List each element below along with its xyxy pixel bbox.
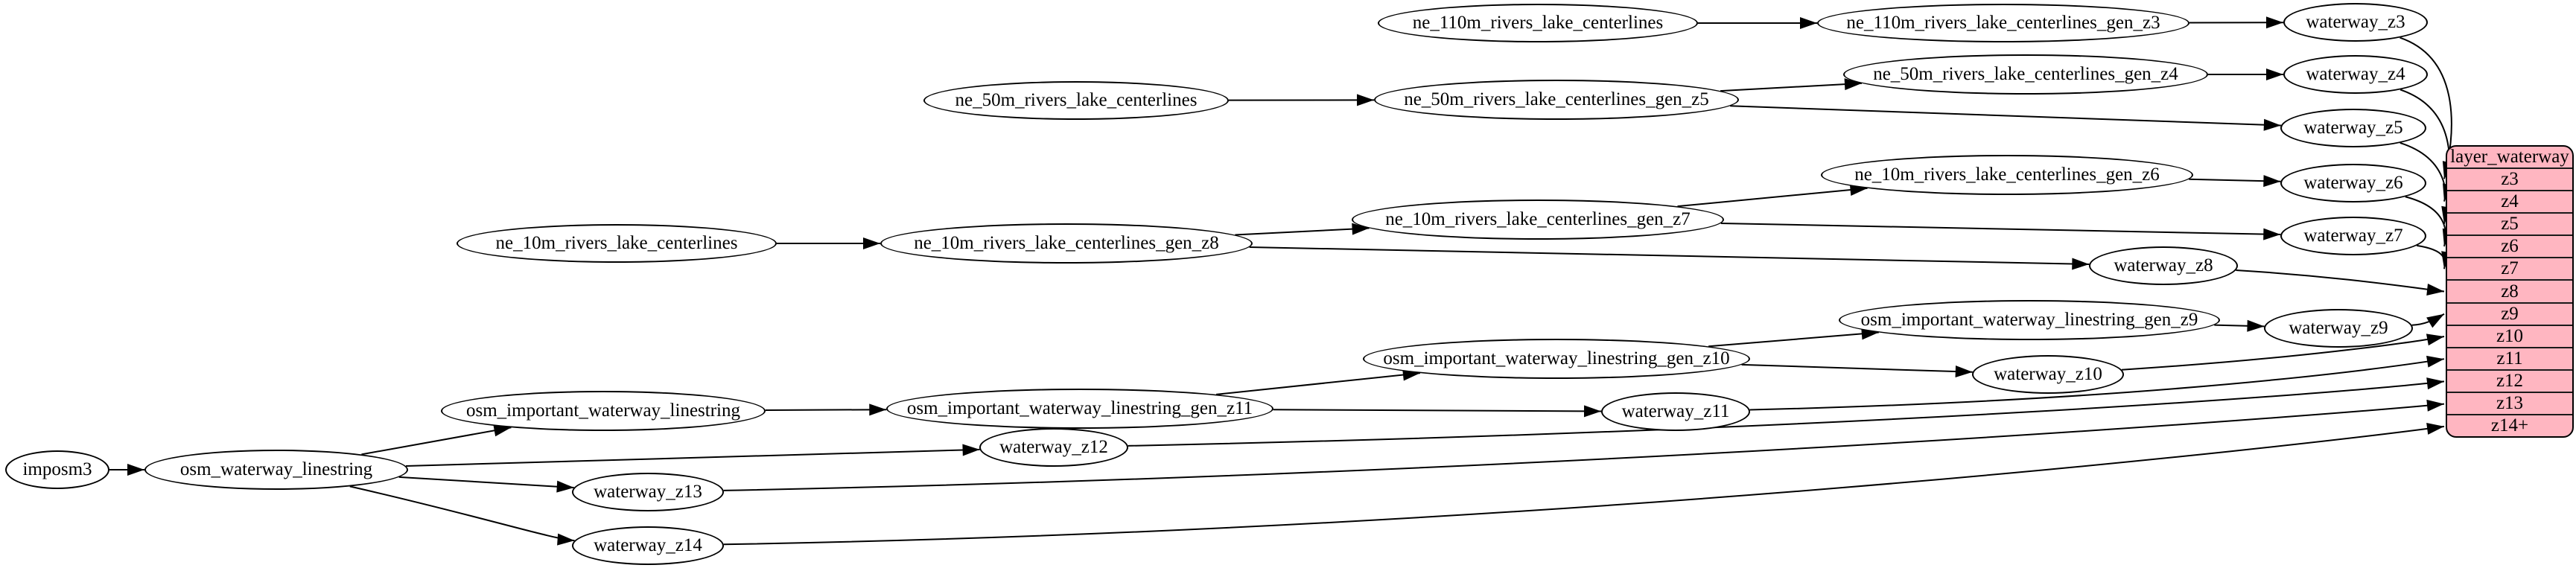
node-ne_110m_rivers_lake_centerlines: ne_110m_rivers_lake_centerlines (1378, 4, 1698, 42)
edge-osm_waterway_linestring-to-waterway_z12 (405, 444, 980, 468)
edge-waterway_z3-to-layer_waterway-z3 (2400, 36, 2455, 179)
node-ne_50m_rivers_lake_centerlines_gen_z4: ne_50m_rivers_lake_centerlines_gen_z4 (1843, 54, 2208, 95)
record-row-z7: z7 (2447, 257, 2572, 279)
edge-waterway_z10-to-layer_waterway-z10 (2121, 334, 2445, 371)
edge-ne_10m_rivers_lake_centerlines_gen_z7-to-ne_10m_rivers_lake_centerlines_gen_z6 (1677, 184, 1868, 208)
node-waterway_z4: waterway_z4 (2283, 55, 2428, 94)
node-ne_110m_rivers_lake_centerlines_gen_z3: ne_110m_rivers_lake_centerlines_gen_z3 (1817, 4, 2189, 42)
node-ne_10m_rivers_lake_centerlines: ne_10m_rivers_lake_centerlines (457, 224, 777, 263)
node-label-waterway_z8: waterway_z8 (2114, 255, 2213, 275)
edge-osm_waterway_linestring-to-waterway_z14 (349, 485, 575, 546)
edge-osm_important_waterway_linestring-to-osm_important_waterway_linestring_gen_z11 (765, 403, 887, 416)
node-ne_10m_rivers_lake_centerlines_gen_z6: ne_10m_rivers_lake_centerlines_gen_z6 (1821, 155, 2193, 195)
node-label-ne_10m_rivers_lake_centerlines_gen_z6: ne_10m_rivers_lake_centerlines_gen_z6 (1854, 165, 2160, 185)
record-row-z13: z13 (2447, 391, 2572, 414)
edge-waterway_z8-to-layer_waterway-z8 (2236, 269, 2445, 296)
record-header-layer-waterway: layer_waterway (2450, 147, 2569, 167)
edge-osm_important_waterway_linestring_gen_z11-to-osm_important_waterway_linestring_gen_z10 (1215, 368, 1421, 395)
edge-waterway_z7-to-layer_waterway-z7 (2417, 244, 2453, 269)
record-row-z4: z4 (2447, 190, 2572, 212)
node-label-ne_10m_rivers_lake_centerlines_gen_z8: ne_10m_rivers_lake_centerlines_gen_z8 (914, 233, 1219, 253)
node-waterway_z10: waterway_z10 (1972, 355, 2124, 394)
node-label-waterway_z7: waterway_z7 (2303, 226, 2403, 246)
node-label-waterway_z11: waterway_z11 (1621, 401, 1730, 421)
node-waterway_z12: waterway_z12 (979, 428, 1128, 467)
node-label-ne_10m_rivers_lake_centerlines: ne_10m_rivers_lake_centerlines (495, 233, 738, 253)
node-label-ne_50m_rivers_lake_centerlines: ne_50m_rivers_lake_centerlines (955, 90, 1198, 110)
edge-ne_10m_rivers_lake_centerlines_gen_z8-to-ne_10m_rivers_lake_centerlines_gen_z7 (1235, 223, 1370, 236)
node-label-osm_important_waterway_linestring_gen_z11: osm_important_waterway_linestring_gen_z1… (906, 398, 1253, 418)
node-label-imposm3: imposm3 (22, 459, 92, 479)
node-waterway_z11: waterway_z11 (1601, 392, 1750, 431)
node-label-waterway_z6: waterway_z6 (2303, 173, 2403, 193)
node-label-osm_important_waterway_linestring_gen_z9: osm_important_waterway_linestring_gen_z9 (1860, 310, 2198, 330)
node-waterway_z3: waterway_z3 (2283, 3, 2428, 42)
node-ne_50m_rivers_lake_centerlines: ne_50m_rivers_lake_centerlines (923, 81, 1229, 120)
node-label-waterway_z4: waterway_z4 (2306, 64, 2405, 84)
node-label-ne_50m_rivers_lake_centerlines_gen_z4: ne_50m_rivers_lake_centerlines_gen_z4 (1873, 64, 2178, 84)
node-label-waterway_z5: waterway_z5 (2303, 118, 2403, 138)
node-osm_waterway_linestring: osm_waterway_linestring (144, 450, 408, 490)
record-row-z6: z6 (2447, 234, 2572, 257)
edge-waterway_z13-to-layer_waterway-z13 (723, 399, 2445, 491)
node-label-osm_important_waterway_linestring_gen_z10: osm_important_waterway_linestring_gen_z1… (1383, 348, 1730, 368)
record-row-z11: z11 (2447, 346, 2572, 369)
node-label-ne_110m_rivers_lake_centerlines: ne_110m_rivers_lake_centerlines (1412, 13, 1664, 33)
record-row-z14+: z14+ (2447, 413, 2572, 436)
edge-waterway_z5-to-layer_waterway-z5 (2400, 142, 2454, 224)
node-label-waterway_z13: waterway_z13 (594, 482, 702, 502)
node-waterway_z6: waterway_z6 (2280, 164, 2426, 202)
record-row-z12: z12 (2447, 368, 2572, 392)
node-label-waterway_z12: waterway_z12 (999, 437, 1108, 457)
node-label-waterway_z3: waterway_z3 (2306, 12, 2405, 32)
record-row-z8: z8 (2447, 279, 2572, 301)
edge-ne_10m_rivers_lake_centerlines_gen_z7-to-waterway_z7 (1720, 222, 2281, 240)
node-waterway_z8: waterway_z8 (2089, 246, 2238, 285)
node-label-waterway_z14: waterway_z14 (594, 535, 702, 555)
node-label-osm_waterway_linestring: osm_waterway_linestring (179, 459, 373, 479)
node-waterway_z5: waterway_z5 (2280, 109, 2426, 147)
node-waterway_z7: waterway_z7 (2280, 217, 2426, 255)
edge-ne_10m_rivers_lake_centerlines_gen_z6-to-waterway_z6 (2189, 175, 2281, 188)
edge-ne_50m_rivers_lake_centerlines_gen_z5-to-ne_50m_rivers_lake_centerlines_gen_z4 (1720, 78, 1863, 92)
edge-waterway_z6-to-layer_waterway-z6 (2405, 196, 2455, 247)
edge-osm_important_waterway_linestring_gen_z10-to-waterway_z10 (1741, 363, 1973, 378)
node-label-ne_110m_rivers_lake_centerlines_gen_z3: ne_110m_rivers_lake_centerlines_gen_z3 (1846, 13, 2160, 33)
edge-osm_important_waterway_linestring_gen_z10-to-osm_important_waterway_linestring_gen_z9 (1708, 328, 1879, 348)
node-ne_10m_rivers_lake_centerlines_gen_z8: ne_10m_rivers_lake_centerlines_gen_z8 (880, 223, 1253, 264)
edge-waterway_z12-to-layer_waterway-z12 (1128, 377, 2445, 447)
record-row-z10: z10 (2447, 324, 2572, 347)
edge-ne_50m_rivers_lake_centerlines_gen_z5-to-waterway_z5 (1730, 105, 2281, 131)
edge-waterway_z9-to-layer_waterway-z9 (2411, 313, 2445, 328)
node-label-waterway_z10: waterway_z10 (1994, 364, 2102, 384)
node-ne_10m_rivers_lake_centerlines_gen_z7: ne_10m_rivers_lake_centerlines_gen_z7 (1352, 200, 1724, 240)
edge-ne_10m_rivers_lake_centerlines_gen_z8-to-waterway_z8 (1249, 246, 2090, 270)
edge-osm_important_waterway_linestring_gen_z11-to-waterway_z11 (1273, 405, 1602, 418)
edge-osm_waterway_linestring-to-waterway_z13 (398, 476, 574, 493)
edge-waterway_z11-to-layer_waterway-z11 (1749, 355, 2445, 411)
record-row-z9: z9 (2447, 301, 2572, 325)
node-label-ne_50m_rivers_lake_centerlines_gen_z5: ne_50m_rivers_lake_centerlines_gen_z5 (1404, 89, 1709, 109)
node-ne_50m_rivers_lake_centerlines_gen_z5: ne_50m_rivers_lake_centerlines_gen_z5 (1374, 80, 1739, 120)
node-osm_important_waterway_linestring_gen_z10: osm_important_waterway_linestring_gen_z1… (1363, 339, 1750, 379)
record-row-z3: z3 (2447, 167, 2572, 190)
node-osm_important_waterway_linestring: osm_important_waterway_linestring (441, 391, 766, 431)
node-imposm3: imposm3 (5, 450, 109, 489)
node-waterway_z9: waterway_z9 (2264, 309, 2413, 348)
record-row-z5: z5 (2447, 212, 2572, 234)
node-osm_important_waterway_linestring_gen_z11: osm_important_waterway_linestring_gen_z1… (886, 389, 1273, 429)
edge-osm_waterway_linestring-to-osm_important_waterway_linestring (361, 424, 512, 456)
node-osm_important_waterway_linestring_gen_z9: osm_important_waterway_linestring_gen_z9 (1839, 300, 2220, 340)
node-label-ne_10m_rivers_lake_centerlines_gen_z7: ne_10m_rivers_lake_centerlines_gen_z7 (1385, 209, 1691, 229)
node-waterway_z13: waterway_z13 (572, 473, 724, 511)
edge-osm_important_waterway_linestring_gen_z9-to-waterway_z9 (2214, 319, 2265, 332)
edge-waterway_z14-to-layer_waterway-z14+ (723, 423, 2445, 546)
node-label-waterway_z9: waterway_z9 (2289, 318, 2388, 338)
node-label-osm_important_waterway_linestring: osm_important_waterway_linestring (466, 401, 740, 421)
node-waterway_z14: waterway_z14 (572, 526, 724, 565)
